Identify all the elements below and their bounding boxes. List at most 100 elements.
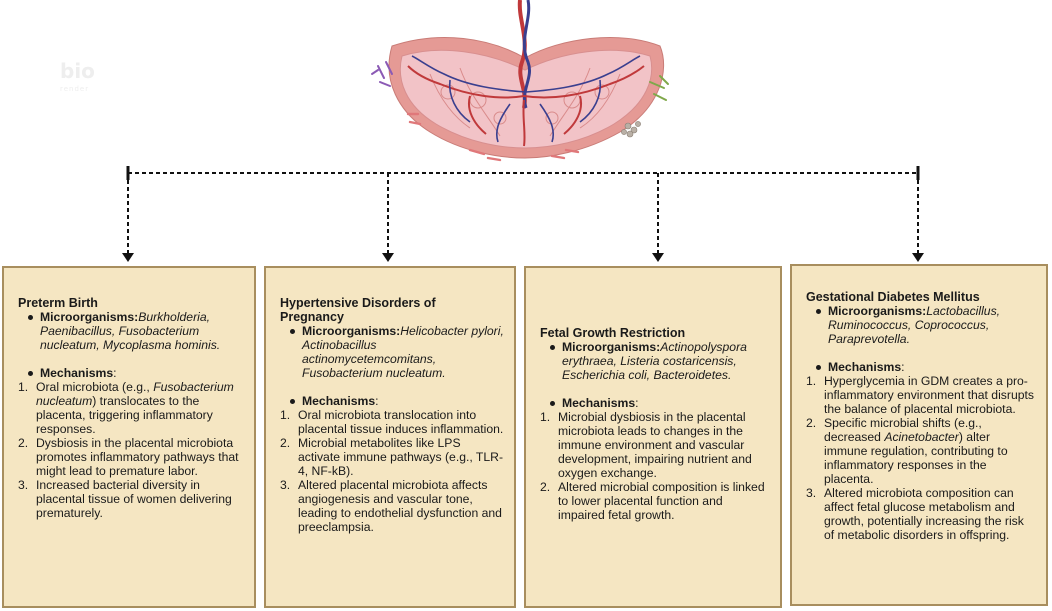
mechanism-text-before: Altered microbial composition is linked … — [558, 480, 765, 522]
microorganisms-label: Microorganisms: — [302, 324, 401, 338]
box-gestational-diabetes: Gestational Diabetes Mellitus Microorgan… — [790, 264, 1048, 606]
mechanism-number: 3. — [18, 478, 29, 492]
mechanisms-label: Mechanisms — [302, 394, 376, 408]
mechanisms-entry: Mechanisms: — [302, 394, 379, 408]
mechanism-item: 2. Altered microbial composition is linke… — [540, 480, 770, 522]
mechanism-text-after: ) alter immune regulation, contributing … — [824, 430, 1008, 486]
bullet-dot — [28, 371, 33, 376]
bullet-dot — [816, 309, 821, 314]
mechanism-text: Altered microbial composition is linked … — [558, 480, 770, 522]
microorganisms-label: Microorganisms: — [828, 304, 927, 318]
mechanisms-bullet: Mechanisms: — [290, 394, 504, 408]
watermark-line1: bio — [60, 59, 95, 83]
bullet-dot — [816, 365, 821, 370]
mechanism-item: 2. Specific microbial shifts (e.g., decre… — [806, 416, 1036, 486]
bullet-dot — [290, 399, 295, 404]
microorganisms-bullet: Microorganisms:Burkholderia, Paenibacill… — [28, 310, 244, 352]
mechanism-text-before: Microbial dysbiosis in the placental mic… — [558, 410, 752, 480]
mechanisms-bullet: Mechanisms: — [550, 396, 770, 410]
arrowhead-4 — [912, 253, 924, 262]
mechanisms-list: 1. Oral microbiota translocation into pla… — [280, 408, 504, 534]
mechanism-item: 1. Oral microbiota translocation into pla… — [280, 408, 504, 436]
microorganisms-list: Helicobacter pylori, Actinobacillus acti… — [302, 324, 504, 380]
mechanism-number: 1. — [280, 408, 291, 422]
box-preterm-birth: Preterm Birth Microorganisms:Burkholderi… — [2, 266, 256, 608]
microorganisms-list: Lactobacillus, Ruminococcus, Coprococcus… — [828, 304, 1001, 346]
arrowhead-1 — [122, 253, 134, 262]
placenta-vessels-blue — [411, 55, 641, 143]
mechanisms-label: Mechanisms — [562, 396, 636, 410]
microorganisms-bullet: Microorganisms:Actinopolyspora erythraea… — [550, 340, 770, 382]
mechanism-number: 2. — [540, 480, 551, 494]
mechanism-item: 2. Dysbiosis in the placental microbiota … — [18, 436, 244, 478]
box-title: Gestational Diabetes Mellitus — [806, 290, 980, 304]
mechanism-text-italic: Acinetobacter — [884, 430, 959, 444]
microorganisms-entry: Microorganisms:Helicobacter pylori, Acti… — [302, 324, 504, 380]
mechanism-text-before: Hyperglycemia in GDM creates a pro-infla… — [824, 374, 1034, 416]
mechanism-number: 1. — [806, 374, 817, 388]
mechanism-number: 3. — [806, 486, 817, 500]
mechanisms-list: 1. Microbial dysbiosis in the placental m… — [540, 410, 770, 522]
bullet-dot — [290, 329, 295, 334]
box-title: Preterm Birth — [18, 296, 98, 310]
mechanism-text: Dysbiosis in the placental microbiota pr… — [36, 436, 244, 478]
mechanism-item: 2. Microbial metabolites like LPS activat… — [280, 436, 504, 478]
box-title: Hypertensive Disorders of Pregnancy — [280, 296, 436, 324]
watermark-line2: render — [60, 85, 90, 93]
mechanisms-entry: Mechanisms: — [40, 366, 117, 380]
box-hypertensive-disorders: Hypertensive Disorders of Pregnancy Micr… — [264, 266, 516, 608]
mechanism-text: Specific microbial shifts (e.g., decreas… — [824, 416, 1036, 486]
biorender-watermark: bio render — [60, 59, 95, 98]
arrowheads — [122, 253, 924, 262]
mechanism-item: 3.Increased bacterial diversity in place… — [18, 478, 244, 520]
mechanisms-entry: Mechanisms: — [828, 360, 905, 374]
microorganisms-bullet: Microorganisms:Helicobacter pylori, Acti… — [290, 324, 504, 380]
mechanism-text: Oral microbiota (e.g., Fusobacterium nuc… — [36, 380, 244, 436]
mechanisms-bullet: Mechanisms: — [816, 360, 1036, 374]
mechanisms-bullet: Mechanisms: — [28, 366, 244, 380]
mechanism-text-before: Oral microbiota translocation into place… — [298, 408, 504, 436]
mechanism-text: Oral microbiota translocation into place… — [298, 408, 504, 436]
microorganisms-label: Microorganisms: — [562, 340, 661, 354]
mechanism-text-before: Dysbiosis in the placental microbiota pr… — [36, 436, 239, 478]
mechanism-text: Microbial metabolites like LPS activate … — [298, 436, 504, 478]
bullet-dot — [28, 315, 33, 320]
mechanisms-list: 1. Oral microbiota (e.g., Fusobacterium n… — [18, 380, 244, 520]
microbes-right — [649, 75, 669, 101]
microorganisms-list: Actinopolyspora erythraea, Listeria cost… — [562, 340, 747, 382]
mechanism-number: 2. — [806, 416, 817, 430]
mechanisms-label: Mechanisms — [828, 360, 902, 374]
mechanism-text: Microbial dysbiosis in the placental mic… — [558, 410, 770, 480]
mechanism-item: 1. Microbial dysbiosis in the placental m… — [540, 410, 770, 480]
microbes-left — [371, 61, 393, 87]
mechanisms-list: 1. Hyperglycemia in GDM creates a pro-inf… — [806, 374, 1036, 542]
mechanism-text: Hyperglycemia in GDM creates a pro-infla… — [824, 374, 1036, 416]
microbes-cluster — [621, 121, 641, 138]
mechanism-number: 2. — [280, 436, 291, 450]
microorganisms-bullet: Microorganisms:Lactobacillus, Ruminococc… — [816, 304, 1036, 346]
mechanism-text-before: Oral microbiota (e.g., — [36, 380, 154, 394]
mechanism-item: 3.Altered microbiota composition can aff… — [806, 486, 1036, 542]
microorganisms-entry: Microorganisms:Actinopolyspora erythraea… — [562, 340, 770, 382]
mechanism-item: 1. Oral microbiota (e.g., Fusobacterium n… — [18, 380, 244, 436]
mechanism-number: 3. — [280, 478, 291, 492]
mechanism-number: 2. — [18, 436, 29, 450]
mechanism-number: 1. — [540, 410, 551, 424]
mechanism-text-before: Specific microbial shifts (e.g., decreas… — [824, 416, 982, 444]
mechanism-number: 1. — [18, 380, 29, 394]
mechanism-text: Altered placental microbiota affects ang… — [298, 478, 504, 534]
microorganisms-entry: Microorganisms:Burkholderia, Paenibacill… — [40, 310, 244, 352]
bullet-dot — [550, 345, 555, 350]
mechanisms-label: Mechanisms — [40, 366, 114, 380]
mechanism-text-italic: Fusobacterium nucleatum — [36, 380, 234, 408]
microorganisms-label: Microorganisms: — [40, 310, 139, 324]
placenta-illustration — [371, 0, 669, 162]
box-title: Fetal Growth Restriction — [540, 326, 686, 340]
microorganisms-list: Burkholderia, Paenibacillus, Fusobacteri… — [40, 310, 221, 352]
box-fetal-growth-restriction: Fetal Growth Restriction Microorganisms:… — [524, 266, 782, 608]
mechanism-item: 3. Altered placental microbiota affects a… — [280, 478, 504, 534]
mechanism-text-before: Altered placental microbiota affects ang… — [298, 478, 502, 534]
placenta-vessels-red — [407, 65, 645, 147]
microbes-bottom — [406, 112, 580, 162]
